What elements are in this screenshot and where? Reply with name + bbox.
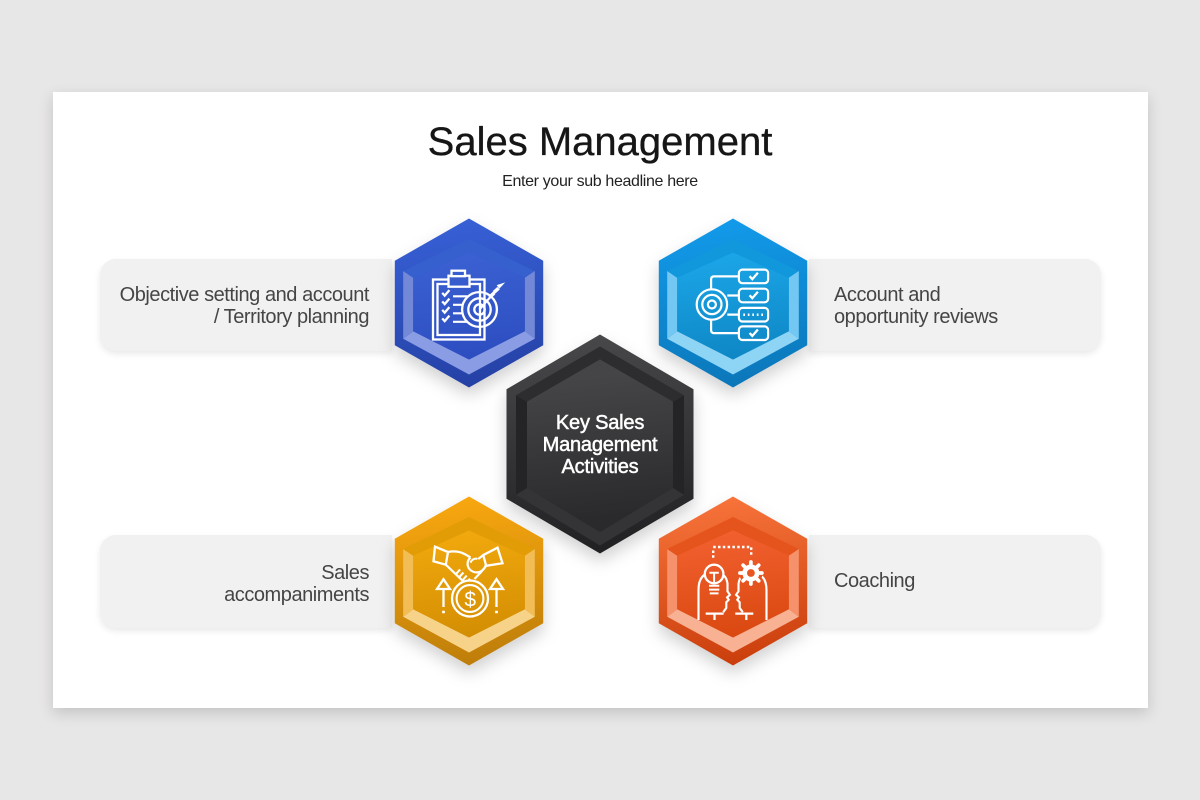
svg-text:$: $	[464, 589, 476, 612]
